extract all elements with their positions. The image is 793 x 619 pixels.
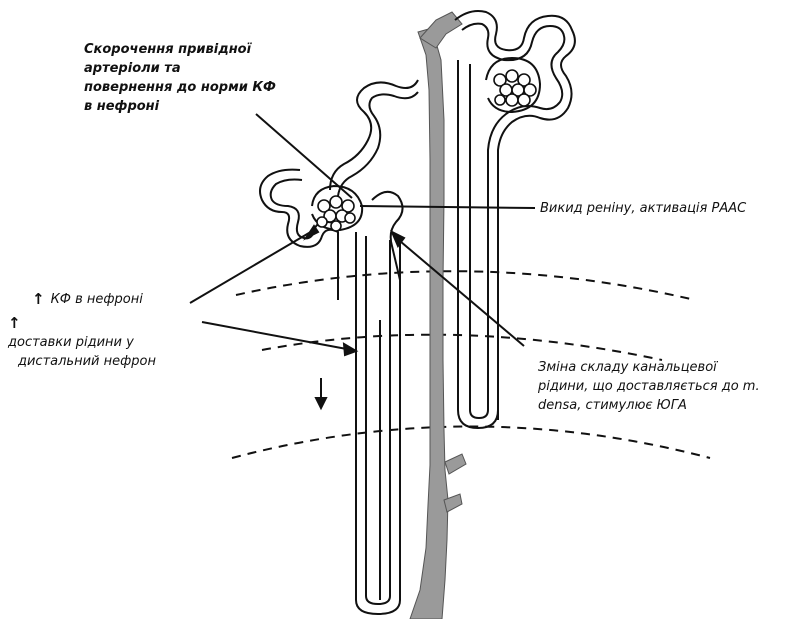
label-macula-line-2: рідини, що доставляється до m. <box>538 377 760 396</box>
collecting-duct-side-branch-1 <box>445 454 466 474</box>
long-loop-bend-outer <box>356 600 400 614</box>
label-fluid-line-1-wrap: ↑ доставки рідини у <box>8 314 156 352</box>
long-loop-bend-inner <box>366 596 390 604</box>
outer-medulla-boundary <box>262 335 662 360</box>
cortical-loop-bend <box>458 410 498 428</box>
collecting-duct-body <box>410 28 448 619</box>
label-fluid-line-2: дистальний нефрон <box>8 352 156 371</box>
inner-medulla-boundary <box>232 427 710 459</box>
distal-tubule-loop <box>372 192 403 420</box>
label-arteriole-line-4: в нефроні <box>84 97 276 116</box>
increase-arrow-icon: ↑ <box>32 290 45 309</box>
label-arteriole-line-2: артеріоли та <box>84 59 276 78</box>
label-arteriole-contraction: Скорочення привідної артеріоли та поверн… <box>84 40 276 116</box>
label-macula-densa: Зміна складу канальцевої рідини, що дост… <box>538 358 760 415</box>
label-renin-release: Викид реніну, активація РААС <box>540 199 746 218</box>
cortical-glomerulus <box>494 70 536 106</box>
pointer-fluid <box>202 322 352 350</box>
label-fluid-line-1: доставки рідини у <box>8 333 156 352</box>
pointer-renin <box>360 206 535 208</box>
increase-arrow-icon-2: ↑ <box>8 314 154 333</box>
label-gfr-text: КФ в нефроні <box>51 290 143 309</box>
flow-down-arrow <box>316 378 326 408</box>
label-arteriole-line-1: Скорочення привідної <box>84 40 276 59</box>
afferent-tubule-inner <box>338 92 418 196</box>
label-renin-text: Викид реніну, активація РААС <box>540 199 746 218</box>
label-macula-line-1: Зміна складу канальцевої <box>538 358 760 377</box>
label-macula-line-3: densa, стимулює ЮГА <box>538 396 760 415</box>
juxtamedullary-glomerulus <box>317 196 355 231</box>
cortical-loop-bend-inner <box>470 410 488 418</box>
label-gfr-increase: ↑ КФ в нефроні <box>32 290 143 309</box>
label-arteriole-line-3: повернення до норми КФ <box>84 78 276 97</box>
pointer-arteriole <box>256 114 352 198</box>
label-fluid-delivery: ↑ доставки рідини у дистальний нефрон <box>8 314 156 371</box>
